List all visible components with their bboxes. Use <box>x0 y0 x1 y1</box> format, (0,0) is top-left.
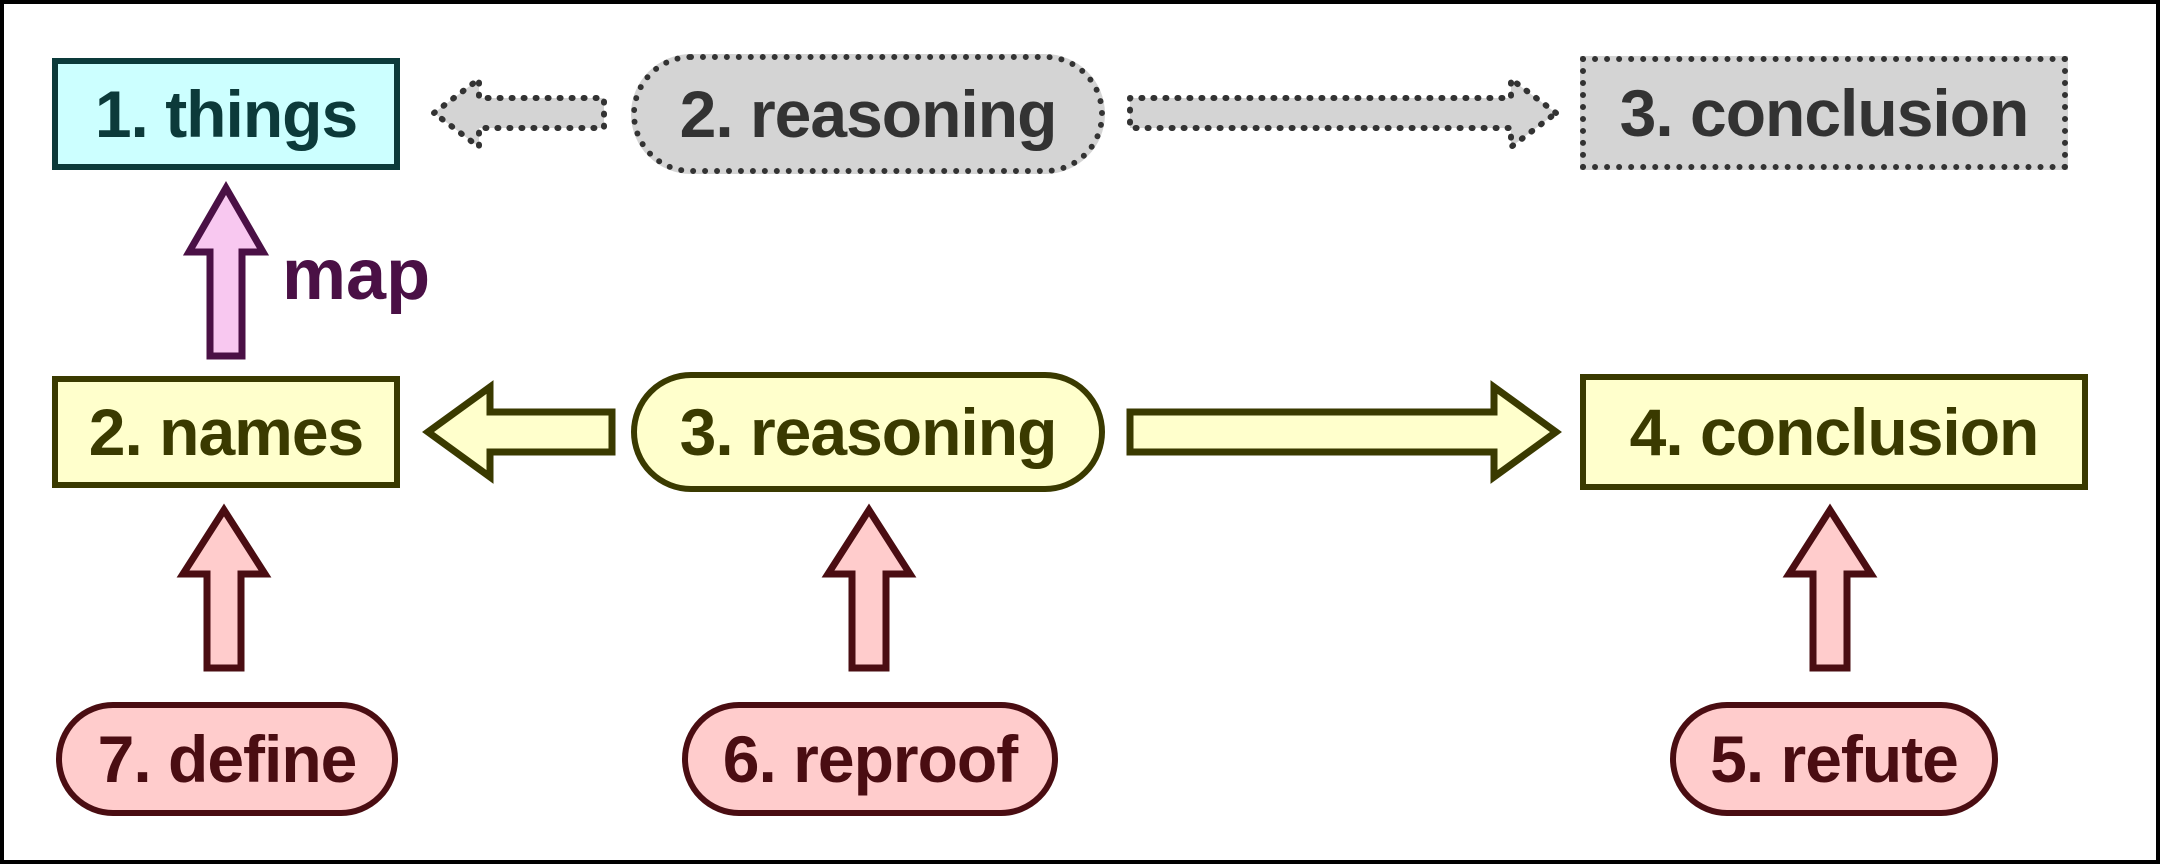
node-reasoning-lower: 3. reasoning <box>631 372 1105 492</box>
map-arrow-icon <box>182 181 270 360</box>
arrow-layer <box>176 76 1878 672</box>
arrow-define-to-names-icon <box>176 503 272 672</box>
node-conclusion-upper: 3. conclusion <box>1580 56 2068 170</box>
node-refute: 5. refute <box>1670 702 1998 816</box>
arrow-reasoning-to-names-icon <box>422 380 616 484</box>
node-conclusion-lower: 4. conclusion <box>1580 374 2088 490</box>
arrow-reasoning-to-things-icon <box>431 76 607 150</box>
map-label: map <box>282 235 431 315</box>
node-define: 7. define <box>56 702 398 816</box>
node-names: 2. names <box>52 376 400 488</box>
arrow-reproof-to-reasoning-icon <box>821 503 917 672</box>
arrow-reasoning-to-conclusion-upper-icon <box>1127 76 1559 150</box>
node-reasoning-upper: 2. reasoning <box>631 54 1105 174</box>
arrow-reasoning-to-conclusion-lower-icon <box>1126 380 1562 484</box>
node-reproof: 6. reproof <box>682 702 1058 816</box>
arrow-refute-to-conclusion-icon <box>1782 503 1878 672</box>
node-things: 1. things <box>52 58 400 170</box>
